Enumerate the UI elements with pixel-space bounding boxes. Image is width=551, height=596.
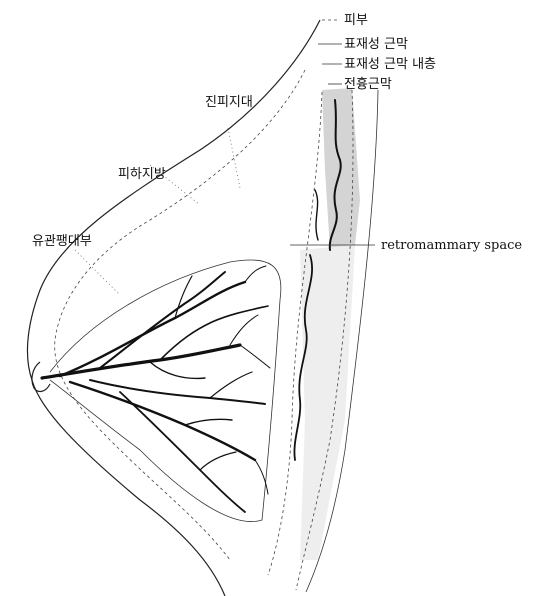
- label-duct-dilation: 유관팽대부: [32, 234, 92, 249]
- duct-main: [42, 345, 240, 378]
- skin-outline: [27, 20, 320, 596]
- label-subcutaneous-fat: 피하지방: [118, 167, 166, 182]
- label-retromammary-space: retromammary space: [381, 238, 522, 253]
- label-superficial-fascia: 표재성 근막: [344, 37, 408, 52]
- duct-branch: [230, 315, 258, 345]
- label-skin: 피부: [344, 13, 368, 28]
- vessel-side: [315, 190, 318, 240]
- label-superficial-fascia-inner: 표재성 근막 내층: [344, 57, 436, 72]
- duct-branch: [175, 276, 192, 318]
- label-pectoralis-fascia: 전흉근막: [344, 77, 392, 92]
- duct-branch: [200, 452, 236, 470]
- duct-branch: [185, 419, 232, 425]
- duct-branch: [150, 362, 205, 378]
- duct-branch: [120, 392, 245, 512]
- gland-outline: [50, 260, 281, 522]
- ductal-tree: [42, 266, 270, 512]
- dermis-zone-leader: [228, 128, 240, 188]
- duct-branch: [240, 345, 270, 368]
- duct-branch: [90, 380, 265, 404]
- label-dermis-zone: 진피지대: [205, 95, 253, 110]
- duct-branch: [245, 266, 266, 282]
- duct-dilation-leader: [75, 250, 120, 295]
- duct-branch: [210, 372, 252, 398]
